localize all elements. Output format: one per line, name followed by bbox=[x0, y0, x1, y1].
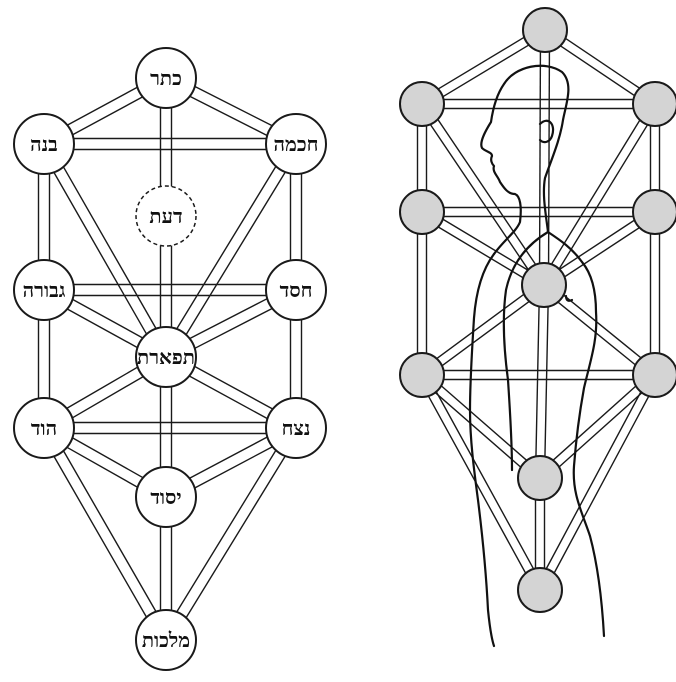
left-path-CT-edge-2 bbox=[185, 171, 286, 336]
left-path-TN-edge-2 bbox=[193, 366, 274, 410]
left-path-OY-edge-1 bbox=[66, 447, 139, 488]
right-path-BT-edge-1 bbox=[429, 123, 529, 271]
right-path-KT-edge-1 bbox=[540, 50, 541, 265]
right-path-BT-edge-2 bbox=[437, 118, 537, 266]
sefirah-chesed: חסד bbox=[266, 260, 326, 320]
left-path-CT-edge-1 bbox=[176, 165, 277, 330]
right-node-chesed bbox=[633, 190, 676, 234]
label-yesod: יסוד bbox=[150, 485, 181, 509]
label-keter: כתר bbox=[150, 66, 182, 90]
label-hod: הוד bbox=[31, 416, 57, 440]
right-path-KB-edge-1 bbox=[437, 36, 526, 89]
right-node-tiferet bbox=[522, 263, 566, 307]
right-node-keter bbox=[523, 8, 567, 52]
label-netzach: נצח bbox=[282, 416, 311, 440]
sefirah-tiferet: תפארת bbox=[136, 327, 196, 387]
right-node-hod bbox=[400, 353, 444, 397]
left-path-NM-edge-2 bbox=[185, 455, 286, 619]
right-path-HT-edge-1 bbox=[558, 219, 636, 270]
right-node-chokhmah bbox=[633, 82, 676, 126]
sefirah-binah: בנה bbox=[14, 114, 74, 174]
label-malkhut: מלכות bbox=[142, 628, 190, 652]
sefirah-gevurah: גבורה bbox=[14, 260, 74, 320]
sefirah-daat: דעת bbox=[136, 186, 196, 246]
sefirah-malkhut: מלכות bbox=[136, 610, 196, 670]
right-path-KC-edge-2 bbox=[564, 37, 641, 89]
right-path-TY-edge-2 bbox=[545, 305, 548, 458]
figure-shoulder bbox=[566, 296, 572, 301]
right-path-TY-edge-1 bbox=[536, 305, 539, 458]
left-path-TO-edge-1 bbox=[65, 366, 139, 409]
right-node-gevurah bbox=[400, 190, 444, 234]
left-path-HT-edge-2 bbox=[193, 308, 273, 349]
left-path-TO-edge-2 bbox=[71, 376, 145, 419]
label-gevurah: גבורה bbox=[23, 278, 66, 302]
left-tree-nodes: כתר בנה חכמה דעת גבורה חסד תפארת הוד bbox=[14, 48, 326, 670]
left-path-KB-edge-2 bbox=[71, 96, 144, 135]
left-path-KC-edge-2 bbox=[193, 86, 273, 127]
left-path-BT-edge-1 bbox=[53, 171, 147, 335]
right-path-KC-edge-1 bbox=[559, 45, 636, 97]
left-path-BT-edge-2 bbox=[63, 166, 157, 330]
left-path-KC-edge-1 bbox=[188, 96, 268, 137]
label-chesed: חסד bbox=[280, 278, 313, 302]
sefirah-keter: כתר bbox=[136, 48, 196, 108]
left-path-GT-edge-2 bbox=[71, 299, 144, 339]
left-path-HT-edge-1 bbox=[188, 298, 268, 339]
figure-ear bbox=[540, 121, 553, 142]
human-figure-outline bbox=[470, 66, 604, 646]
left-path-TN-edge-1 bbox=[188, 375, 269, 419]
label-chokhmah: חכמה bbox=[274, 132, 319, 156]
label-daat: דעת bbox=[149, 204, 182, 228]
left-path-KB-edge-1 bbox=[66, 86, 139, 125]
sefirah-chokhmah: חכמה bbox=[266, 114, 326, 174]
left-path-OM-edge-2 bbox=[63, 450, 157, 613]
right-node-malkhut bbox=[518, 568, 562, 612]
right-node-netzach bbox=[633, 353, 676, 397]
right-path-TN-edge-2 bbox=[562, 294, 642, 359]
left-path-OM-edge-1 bbox=[53, 455, 147, 618]
right-node-binah bbox=[400, 82, 444, 126]
right-path-TO-edge-1 bbox=[435, 293, 525, 359]
right-path-CT-edge-2 bbox=[558, 123, 648, 270]
right-node-yesod bbox=[518, 456, 562, 500]
left-path-NM-edge-1 bbox=[176, 449, 277, 613]
right-path-NM-edge-2 bbox=[553, 395, 649, 575]
figure-front bbox=[470, 254, 494, 646]
left-path-NY-edge-2 bbox=[193, 446, 274, 489]
label-tiferet: תפארת bbox=[137, 345, 195, 369]
left-path-OY-edge-2 bbox=[71, 437, 144, 478]
sefirah-netzach: נצח bbox=[266, 398, 326, 458]
figure-head bbox=[481, 66, 568, 254]
right-path-TO-edge-2 bbox=[441, 300, 531, 366]
sefirah-yesod: יסוד bbox=[136, 467, 196, 527]
left-path-GT-edge-1 bbox=[66, 308, 139, 348]
sefirah-hod: הוד bbox=[14, 398, 74, 458]
label-binah: בנה bbox=[30, 132, 58, 156]
right-tree-nodes bbox=[400, 8, 676, 612]
left-path-NY-edge-1 bbox=[188, 436, 269, 479]
